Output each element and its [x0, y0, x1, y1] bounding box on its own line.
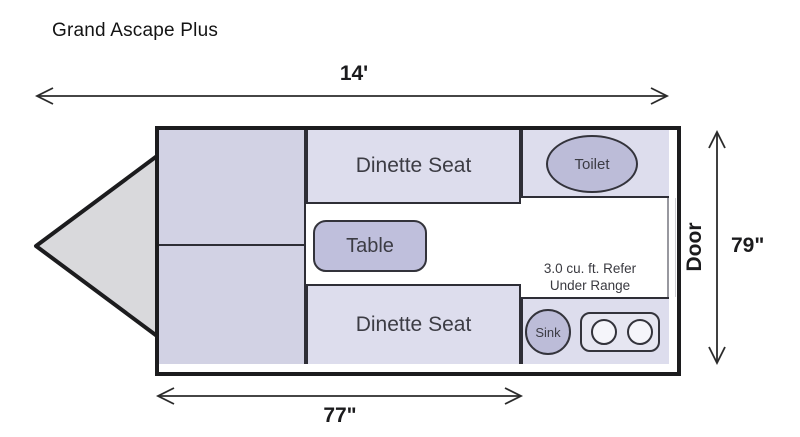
refrigerator-note: 3.0 cu. ft. Refer Under Range — [510, 261, 670, 294]
sink-fixture: Sink — [525, 309, 571, 355]
dinette-seat-bottom: Dinette Seat — [306, 284, 521, 364]
dinette-seat-bottom-label: Dinette Seat — [355, 313, 472, 336]
length-arrow — [34, 87, 670, 105]
trailer-tongue-shape — [34, 154, 159, 338]
burner-left-icon — [591, 319, 617, 345]
dinette-seat-top-label: Dinette Seat — [355, 154, 472, 177]
sink-label: Sink — [535, 324, 561, 340]
width-dimension-label: 77" — [323, 404, 357, 427]
toilet-fixture: Toilet — [546, 135, 638, 193]
front-storage-divider — [159, 244, 306, 246]
burner-right-icon — [627, 319, 653, 345]
front-storage-area — [159, 130, 306, 364]
dinette-seat-top: Dinette Seat — [306, 130, 521, 204]
refrigerator-note-line2: Under Range — [549, 277, 631, 293]
table-label: Table — [346, 234, 394, 257]
door-label: Door — [683, 222, 706, 272]
length-dimension-label: 14' — [339, 62, 369, 85]
door-opening — [667, 198, 676, 297]
toilet-label: Toilet — [574, 155, 610, 173]
height-arrow — [708, 129, 726, 366]
page-title: Grand Ascape Plus — [52, 20, 219, 41]
dinette-table: Table — [313, 220, 427, 272]
width-arrow — [155, 387, 524, 405]
refrigerator-note-line1: 3.0 cu. ft. Refer — [543, 261, 637, 276]
floorplan-outline: Dinette Seat Toilet Table 3.0 cu. ft. Re… — [155, 126, 681, 376]
height-dimension-label: 79" — [731, 234, 765, 257]
